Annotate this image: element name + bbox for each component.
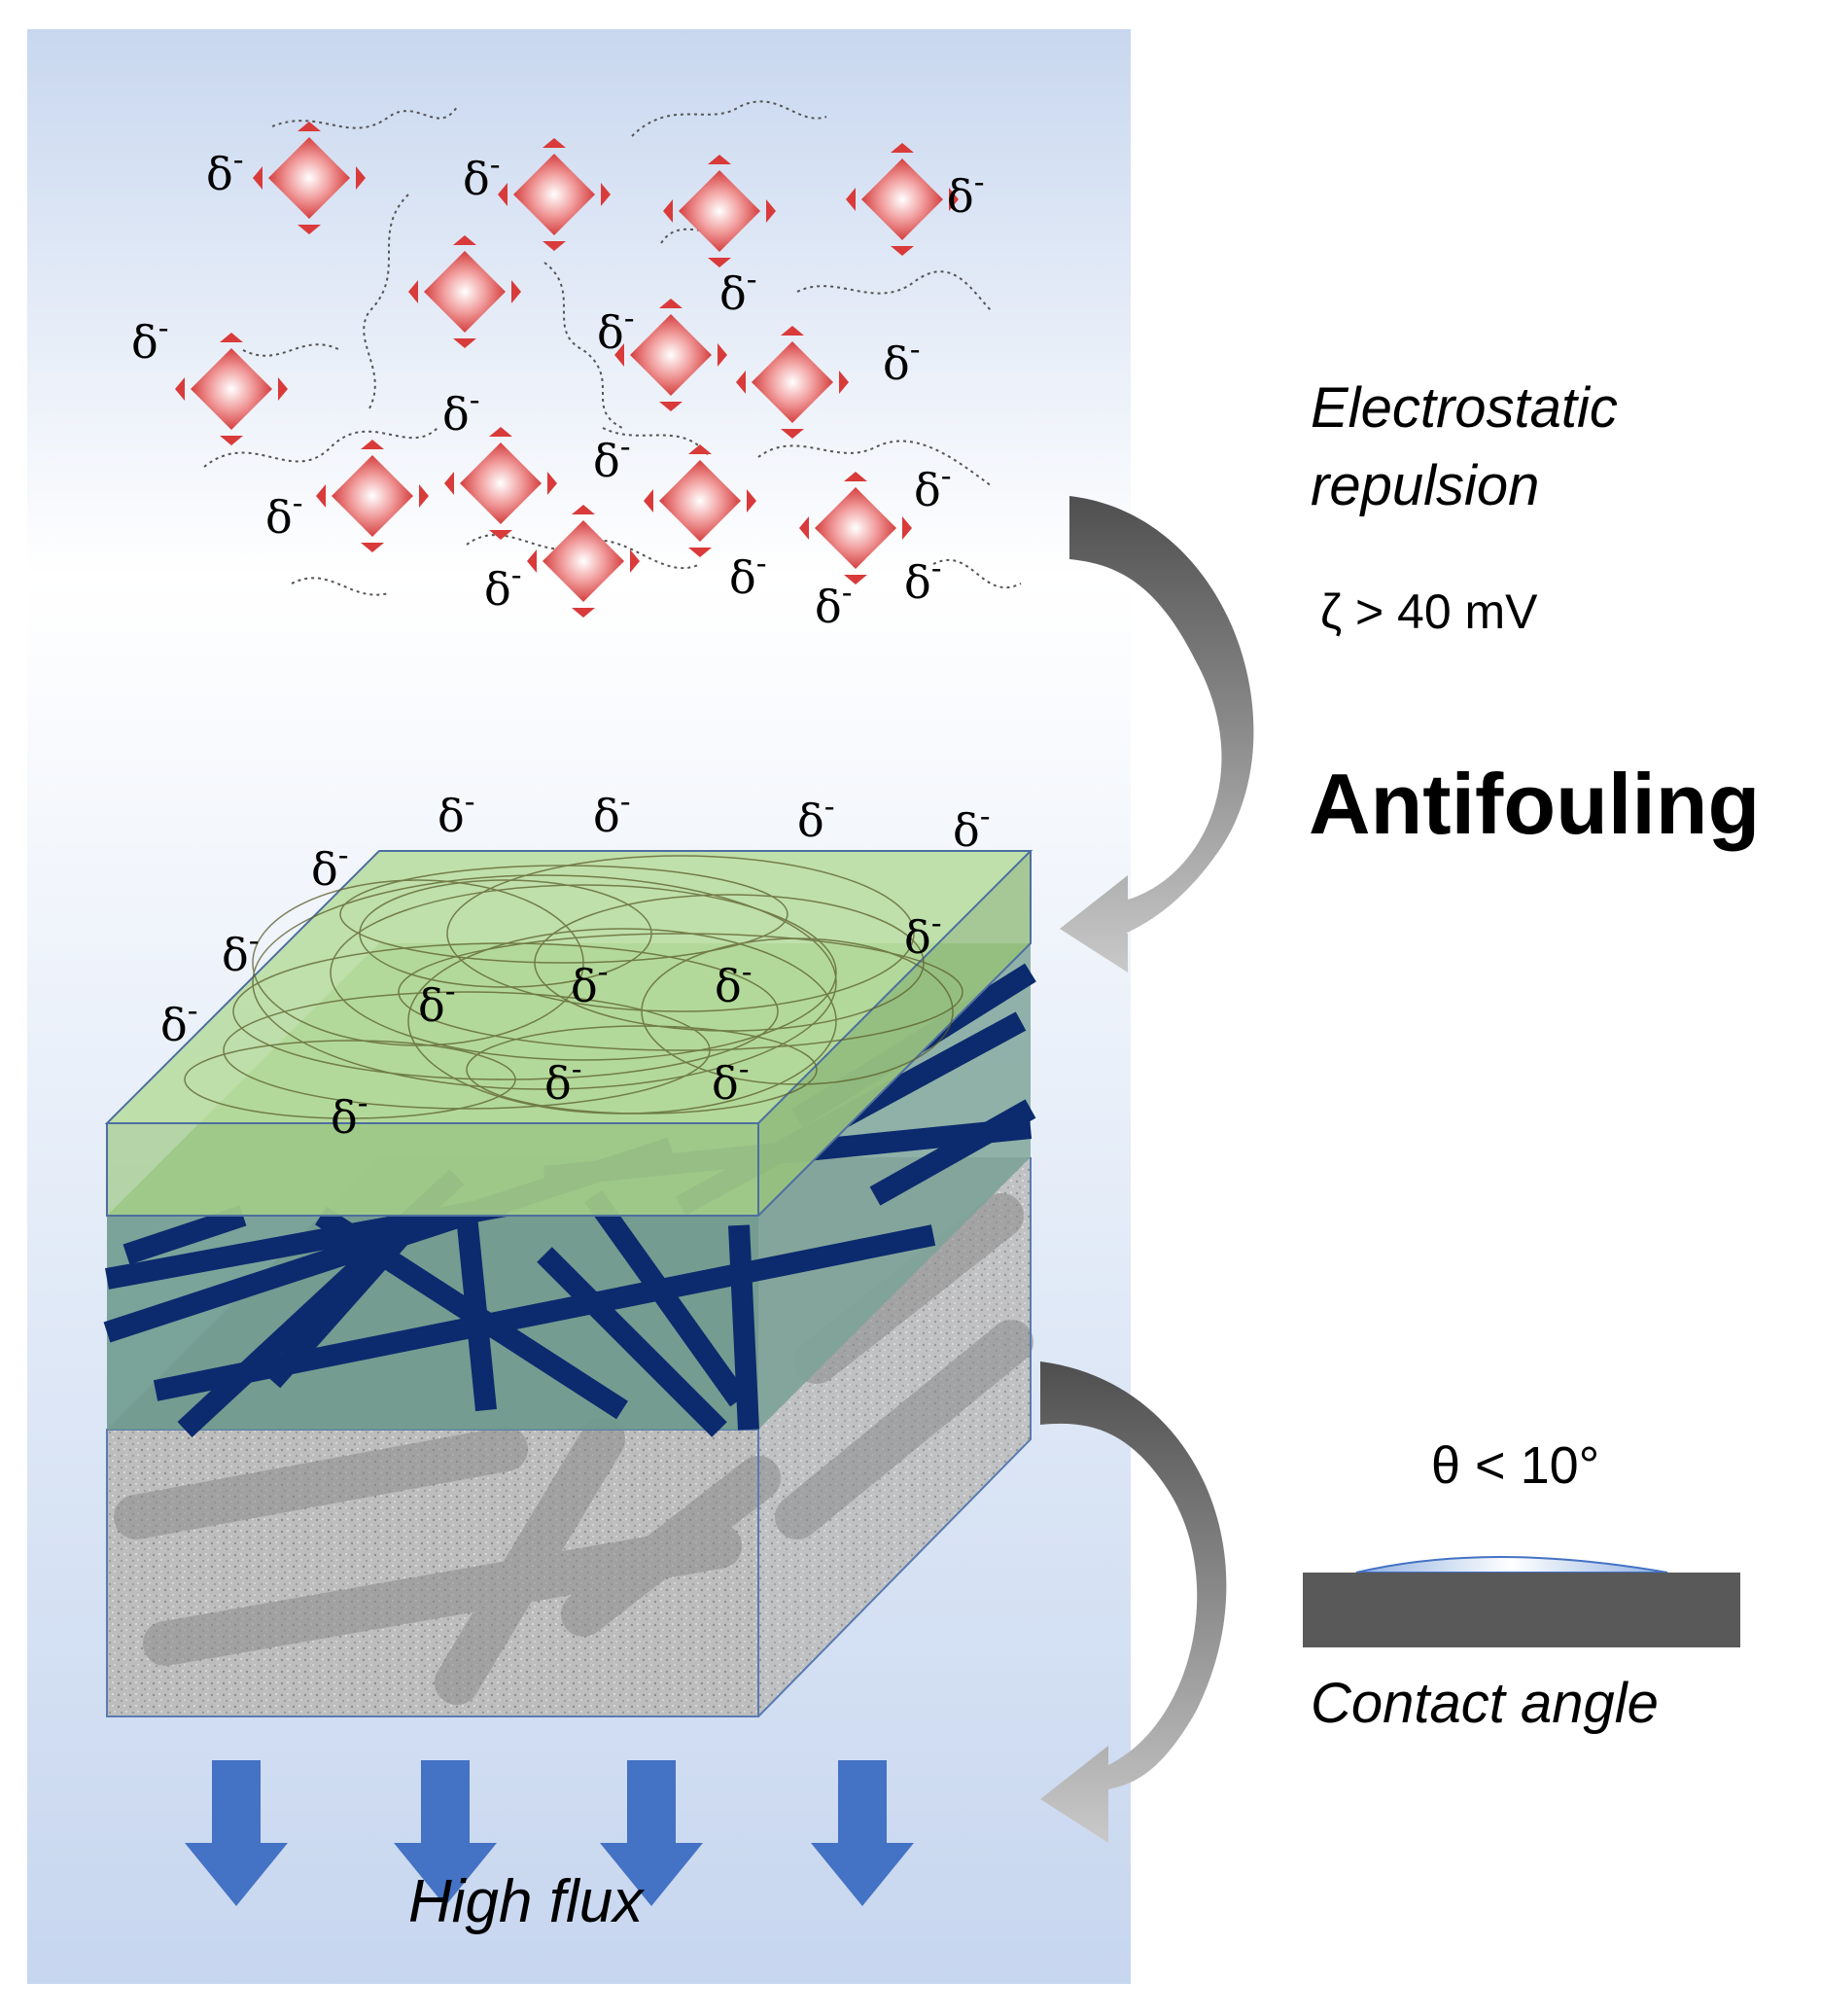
down-arrow-icon — [811, 1760, 914, 1906]
red-diamond-particle — [316, 440, 429, 552]
electrostatic-line1: Electrostatic — [1311, 376, 1618, 440]
red-diamond-particle — [498, 138, 611, 251]
curved-arrow-icon — [1040, 1362, 1227, 1843]
red-diamond-particle — [736, 326, 849, 439]
red-diamond-particle — [644, 444, 756, 557]
high-flux-label: High flux — [408, 1868, 644, 1935]
water-droplet-icon — [1355, 1556, 1668, 1574]
nanofiber-top-layer — [104, 850, 1033, 1217]
red-diamond-particle — [527, 505, 640, 618]
negative-charge-symbol: δ- — [544, 1050, 582, 1110]
negative-charge-symbol: δ- — [311, 836, 349, 896]
electrostatic-line2: repulsion — [1311, 454, 1540, 517]
surface-bar — [1303, 1573, 1740, 1647]
down-arrow-icon — [185, 1760, 288, 1906]
zeta-potential-label: ζ > 40 mV — [1320, 584, 1538, 639]
red-diamond-particle — [408, 235, 521, 348]
red-diamond-particle — [253, 122, 366, 234]
red-diamond-particle — [663, 155, 776, 267]
particles-group — [175, 122, 959, 618]
down-arrow-icon — [394, 1760, 497, 1906]
high-flux-arrows — [185, 1760, 914, 1906]
red-diamond-particle — [614, 299, 727, 411]
red-diamond-particle — [799, 472, 912, 584]
red-diamond-particle — [175, 333, 288, 445]
theta-label: θ < 10° — [1431, 1436, 1600, 1495]
red-diamond-particle — [846, 143, 959, 256]
red-diamond-particle — [444, 427, 557, 540]
charges-top-group: δ-δ-δ-δ-δ-δ-δ-δ-δ-δ-δ-δ-δ-δ-δ- — [131, 141, 985, 633]
polymer-chains — [203, 100, 1022, 596]
down-arrow-icon — [600, 1760, 703, 1906]
curved-arrow-icon — [1060, 496, 1254, 973]
electrostatic-repulsion-label: Electrostatic repulsion — [1311, 370, 1618, 525]
negative-charge-symbol: δ- — [131, 309, 169, 369]
antifouling-label: Antifouling — [1309, 756, 1761, 852]
contact-angle-label: Contact angle — [1311, 1672, 1659, 1735]
